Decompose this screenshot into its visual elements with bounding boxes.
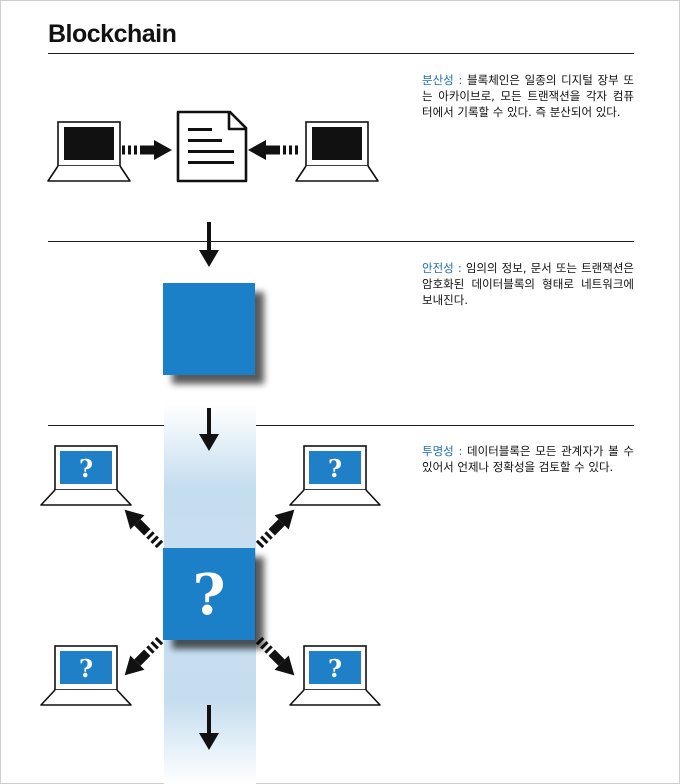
laptop-icon-left	[47, 121, 131, 182]
document-icon	[176, 110, 248, 183]
question-block-icon	[163, 548, 255, 640]
text-transparency: 데이터블록은 모든 관계자가 볼 수 있어서 언제나 정확성을 검토할 수 있다…	[422, 444, 634, 474]
arrow-icon-to-top-right	[251, 502, 302, 553]
laptop-icon-right	[295, 121, 379, 182]
term-decentralized: 분산성 :	[422, 73, 463, 87]
arrow-icon-to-bottom-right	[251, 632, 302, 683]
section-transparency: 투명성 : 데이터블록은 모든 관계자가 볼 수 있어서 언제나 정확성을 검토…	[422, 443, 634, 475]
arrow-icon-down-3	[199, 705, 219, 750]
text-decentralized: 블록체인은 일종의 디지털 장부 또는 아카이브로, 모든 트랜잭션을 각자 컴…	[422, 73, 634, 119]
text-security: 임의의 정보, 문서 또는 트랜잭션은 암호화된 데이터블록의 형태로 네트워크…	[422, 261, 634, 307]
page-title: Blockchain	[48, 20, 177, 48]
laptop-icon-bottom-right	[289, 645, 381, 706]
arrow-icon-to-bottom-left	[117, 632, 168, 683]
laptop-icon-top-right	[289, 445, 381, 506]
section-decentralized: 분산성 : 블록체인은 일종의 디지털 장부 또는 아카이브로, 모든 트랜잭션…	[422, 72, 634, 120]
arrow-icon-right-to-doc	[248, 140, 298, 160]
section-security: 안전성 : 임의의 정보, 문서 또는 트랜잭션은 암호화된 데이터블록의 형태…	[422, 260, 634, 308]
term-security: 안전성 :	[422, 261, 462, 275]
question-mark-icon: ?	[193, 562, 226, 628]
section-divider-1	[48, 241, 634, 242]
arrow-icon-down-2	[199, 408, 219, 451]
arrow-icon-left-to-doc	[122, 140, 172, 160]
laptop-icon-top-left	[40, 445, 132, 506]
laptop-icon-bottom-left	[40, 645, 132, 706]
arrow-icon-down-1	[199, 222, 219, 267]
title-rule	[48, 53, 634, 54]
term-transparency: 투명성 :	[422, 444, 463, 458]
data-block-icon	[163, 283, 255, 375]
section-divider-2	[48, 425, 634, 426]
arrow-icon-to-top-left	[117, 502, 168, 553]
